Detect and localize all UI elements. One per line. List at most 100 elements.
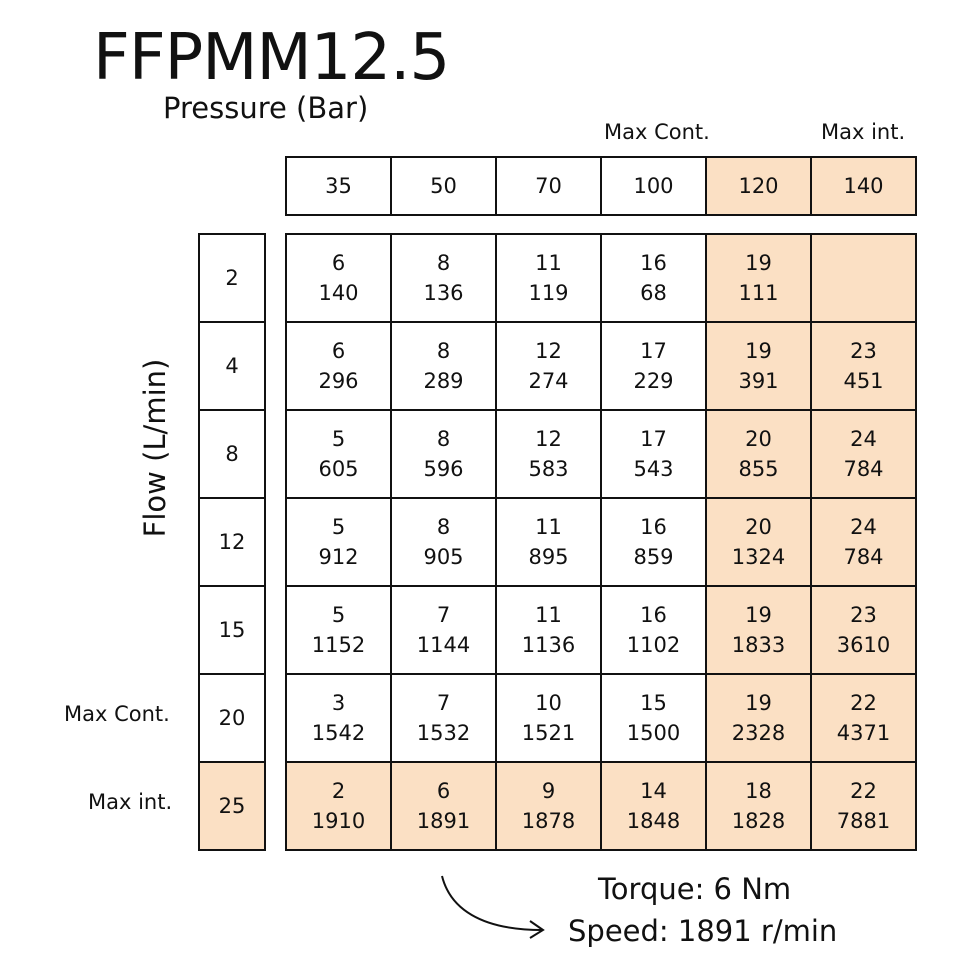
- speed-value: 1542: [311, 721, 366, 745]
- flow-cell: 4: [198, 321, 266, 411]
- torque-value: 8: [436, 515, 451, 539]
- torque-value: 16: [640, 603, 667, 627]
- torque-value: 10: [535, 691, 562, 715]
- torque-value: 8: [436, 251, 451, 275]
- speed-value: 1500: [626, 721, 681, 745]
- speed-value: 451: [843, 369, 884, 393]
- pressure-header-row: 35 50 70 100 120 140: [285, 156, 917, 216]
- speed-value: 1324: [731, 545, 786, 569]
- speed-value: 4371: [836, 721, 891, 745]
- torque-value: 23: [850, 339, 877, 363]
- torque-value: 19: [745, 691, 772, 715]
- speed-value: 1136: [521, 633, 576, 657]
- data-cell: [810, 233, 917, 323]
- speed-value: 111: [738, 281, 779, 305]
- speed-value: 784: [843, 545, 884, 569]
- speed-value: 1144: [416, 633, 471, 657]
- curved-arrow-icon: [441, 875, 545, 939]
- torque-value: 16: [640, 515, 667, 539]
- speed-value: 1828: [731, 809, 786, 833]
- data-cell: 7 1144: [390, 585, 497, 675]
- speed-value: 895: [528, 545, 569, 569]
- data-cell: 3 1542: [285, 673, 392, 763]
- speed-value: 1878: [521, 809, 576, 833]
- torque-value: 6: [436, 779, 451, 803]
- pressure-cell: 35: [285, 156, 392, 216]
- torque-value: 23: [850, 603, 877, 627]
- speed-value: 784: [843, 457, 884, 481]
- pressure-max-int-label: Max int.: [821, 120, 906, 144]
- torque-value: 2: [331, 779, 346, 803]
- torque-value: 6: [331, 251, 346, 275]
- torque-value: 8: [436, 427, 451, 451]
- speed-value: 229: [633, 369, 674, 393]
- torque-value: 12: [535, 339, 562, 363]
- torque-value: 7: [436, 603, 451, 627]
- speed-value: 296: [318, 369, 359, 393]
- flow-max-cont-label: Max Cont.: [64, 702, 170, 726]
- torque-value: 9: [541, 779, 556, 803]
- flow-max-int-label: Max int.: [88, 790, 173, 814]
- torque-value: 5: [331, 515, 346, 539]
- speed-value: 7881: [836, 809, 891, 833]
- torque-value: 11: [535, 251, 562, 275]
- flow-axis-text: Flow (L/min): [138, 358, 172, 538]
- speed-value: 1521: [521, 721, 576, 745]
- speed-value: 1102: [626, 633, 681, 657]
- pressure-cell: 70: [495, 156, 602, 216]
- torque-value: 20: [745, 427, 772, 451]
- page-title: FFPMM12.5: [93, 21, 450, 95]
- speed-value: 596: [423, 457, 464, 481]
- speed-value: 605: [318, 457, 359, 481]
- torque-value: 11: [535, 603, 562, 627]
- torque-value: 12: [535, 427, 562, 451]
- torque-value: 6: [331, 339, 346, 363]
- flow-cell: 8: [198, 409, 266, 499]
- speed-value: 912: [318, 545, 359, 569]
- speed-value: 391: [738, 369, 779, 393]
- torque-value: 3: [331, 691, 346, 715]
- flow-cell: 25: [198, 761, 266, 851]
- speed-value: 2328: [731, 721, 786, 745]
- pressure-cell: 50: [390, 156, 497, 216]
- flow-cell: 12: [198, 497, 266, 587]
- speed-value: 1833: [731, 633, 786, 657]
- torque-value: 5: [331, 427, 346, 451]
- selected-point-legend: Torque: 6 Nm Speed: 1891 r/min: [568, 868, 837, 952]
- speed-value: 1891: [416, 809, 471, 833]
- torque-value: 11: [535, 515, 562, 539]
- pressure-axis-label: Pressure (Bar): [163, 91, 369, 125]
- speed-legend: Speed: 1891 r/min: [568, 914, 838, 948]
- torque-value: 19: [745, 251, 772, 275]
- flow-cell: 20: [198, 673, 266, 763]
- torque-value: 19: [745, 339, 772, 363]
